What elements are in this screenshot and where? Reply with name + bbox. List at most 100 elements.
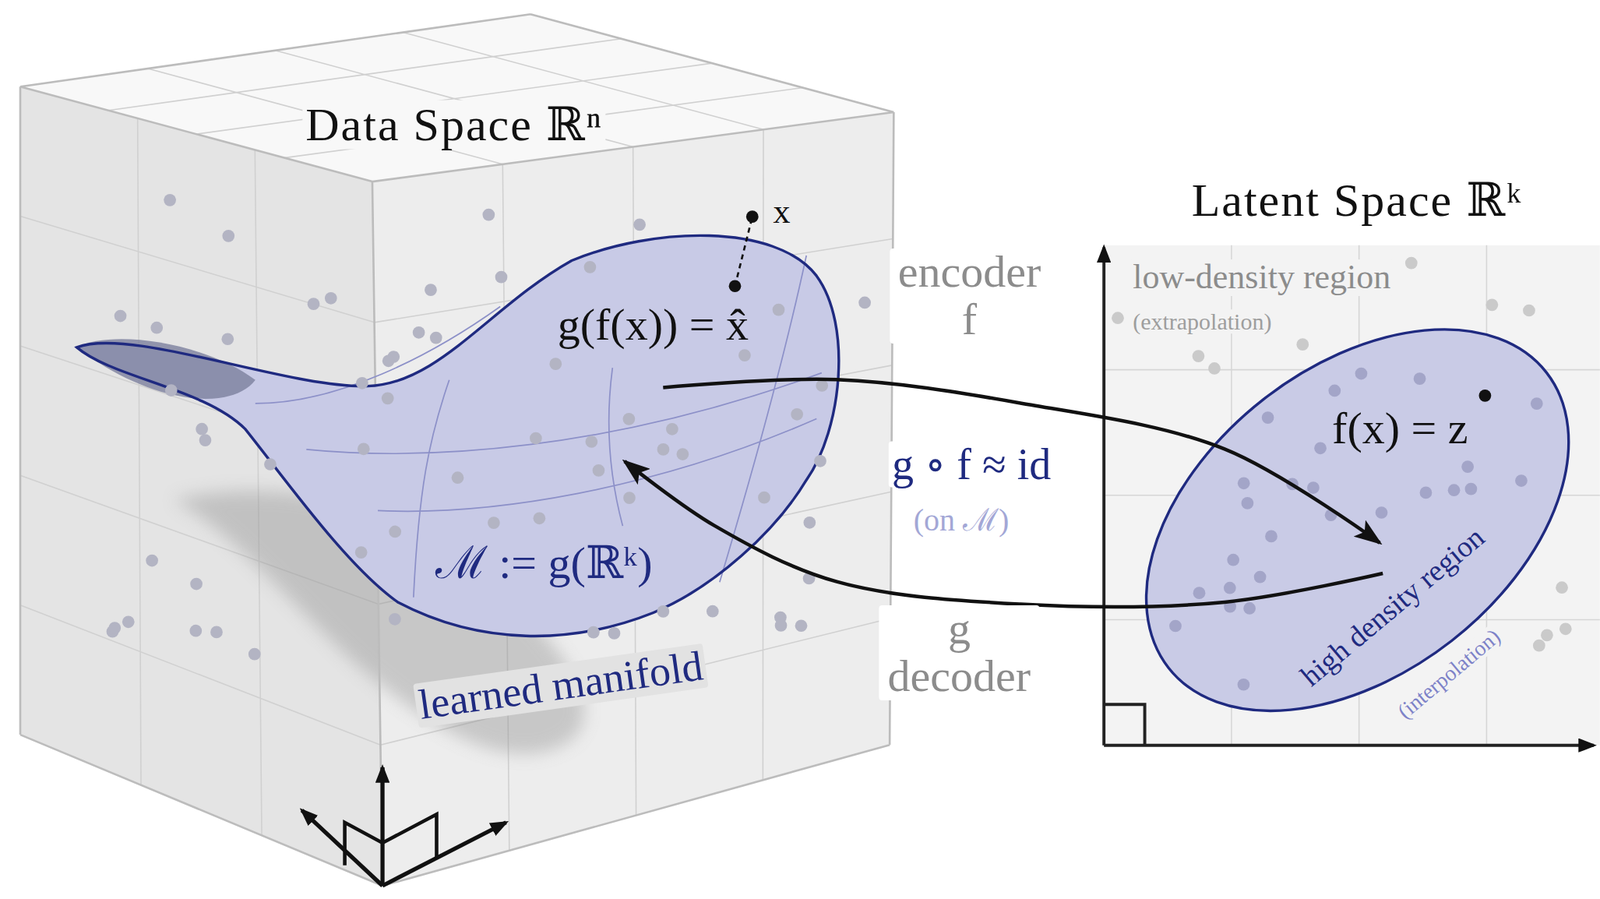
sample-dot [108,621,121,635]
sample-dot [355,376,369,389]
sample-dot [210,625,223,638]
node-outline [71,209,843,680]
sample-dot [706,604,719,617]
outline-group [20,14,894,886]
sample-dot [1237,678,1250,691]
sample-dot [1555,581,1569,594]
sample-dot [451,471,464,484]
sample-dot [656,605,670,618]
sample-dot [549,357,562,371]
sample-dot [163,193,177,207]
sample-dot [1261,412,1274,425]
sample-dot [1169,620,1182,633]
density-ellipse-shape [1074,252,1600,790]
sample-dot [1111,311,1125,325]
sample-dot [1296,338,1310,351]
sample-dot [264,458,277,471]
sample-dot [1237,477,1250,490]
sample-dot [774,619,787,632]
sample-dot [633,218,646,231]
sample-dot [1192,349,1206,363]
sample-dot [190,577,203,590]
point-label: x [769,193,793,230]
right-angle-mark [345,814,438,866]
sample-dot [222,229,235,243]
encoding-formula: f(x) = z [1332,405,1468,453]
sample-dot [248,647,261,660]
manifold-definition: ℳ := g(ℝᵏ) [435,539,653,588]
data-point [746,210,759,223]
sample-dot [814,454,827,467]
sample-dot [324,291,338,304]
sample-dot [1253,570,1266,584]
sample-dot [771,303,785,316]
cube-grid [20,32,893,851]
sample-dot [354,546,367,559]
sample-dot [1461,461,1474,474]
sample-dot [1533,638,1546,652]
sample-dot [494,270,508,283]
sample-dot [1354,367,1368,381]
reconstruction-formula: g(f(x)) = x̂ [557,300,749,349]
sample-dot [1419,486,1432,500]
edge-label: encoder f [889,248,1050,344]
sample-dot [815,379,829,392]
sample-dot [1374,507,1388,520]
sample-dot [1286,478,1299,491]
identity-formula: g ∘ f ≈ id [888,441,1054,488]
sample-dot [1243,602,1256,616]
sample-dot [1223,600,1237,614]
sample-dot [1265,530,1278,543]
sample-dot [529,431,543,445]
sample-dot [1328,384,1341,398]
sample-dot [622,412,635,426]
sample-dot [122,615,135,628]
axis-arrow [380,767,385,886]
outline-group [1074,252,1600,790]
edge-label: g decoder [879,606,1040,702]
outline-group [76,193,871,661]
right-angle-mark [1103,704,1145,745]
sample-dot [1413,373,1426,386]
sample-dot [802,571,815,585]
sample-dot [1208,362,1221,375]
sample-dot [803,515,816,529]
manifold-surface [76,235,839,636]
sample-dot [583,260,596,273]
sample-dot [1223,581,1237,595]
sample-dot [1307,482,1320,495]
sample-dot [1192,587,1206,600]
sample-dot [429,331,443,344]
learned-manifold: g(f(x)) = x̂ℳ := g(ℝᵏ)learned manifold [71,209,843,680]
manifold-backside [76,338,255,399]
sample-dot [532,511,546,525]
sample-dot [1447,484,1460,497]
axis-arrow [302,810,383,886]
cube-edge [20,14,894,886]
sample-dot [587,625,600,638]
sample-dot [1559,622,1572,635]
sample-dot [794,619,808,632]
reconstruction-point [728,279,741,293]
sample-dot [1240,497,1254,511]
sample-dot [189,623,202,637]
space-title: Latent Space ℝᵏ [1191,175,1523,225]
axis-arrow [1103,743,1594,747]
sample-dot [666,422,679,435]
sample-dot [585,435,598,448]
sample-dot [1405,256,1418,269]
sample-dot [424,283,438,297]
sample-dot [1324,509,1337,522]
sample-dot [388,612,402,625]
sample-dot [165,384,178,397]
sample-dot [607,627,621,640]
sample-dot [623,491,636,504]
sample-dot [790,407,804,420]
sample-dot [145,553,159,567]
sample-dot [198,433,212,447]
manifold-outline [76,235,839,636]
density-ellipse: f(x) = zhigh density region(interpolatio… [1138,300,1572,715]
sample-dot [113,309,127,322]
residual-line [734,216,752,286]
sample-dot [757,490,771,504]
